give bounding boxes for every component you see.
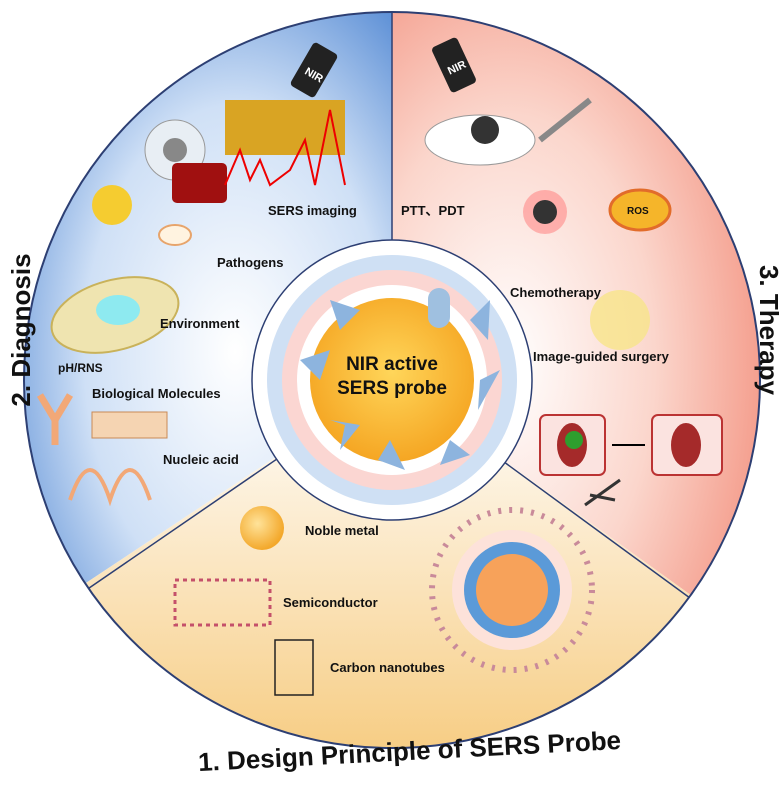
design-illustrations <box>173 506 595 696</box>
label-carbon-nanotubes: Carbon nanotubes <box>330 660 445 675</box>
label-ph-rns: pH/RNS <box>58 361 103 375</box>
label-biological-molecules: Biological Molecules <box>92 386 221 401</box>
label-ros: ROS <box>627 206 649 217</box>
center-label-line1: NIR active <box>346 354 438 375</box>
label-nucleic-acid: Nucleic acid <box>163 452 239 467</box>
center-label-line2: SERS probe <box>337 378 447 399</box>
design-sector <box>24 380 760 748</box>
therapy-title: 3. Therapy <box>754 265 781 396</box>
center-probe: NIR active SERS probe <box>251 239 533 521</box>
outer-ring <box>23 11 761 749</box>
label-pathogens: Pathogens <box>217 255 283 270</box>
label-image-guided-surgery: Image-guided surgery <box>533 349 670 364</box>
diagnosis-title: 2. Diagnosis <box>6 253 36 406</box>
label-ptt-pdt: PTT、PDT <box>401 203 465 218</box>
label-chemotherapy: Chemotherapy <box>510 285 602 300</box>
therapy-illustrations: NIR <box>424 37 723 507</box>
label-semiconductor: Semiconductor <box>283 595 378 610</box>
diagnosis-illustrations: NIR <box>36 42 346 507</box>
label-noble-metal: Noble metal <box>305 523 379 538</box>
label-environment: Environment <box>160 316 240 331</box>
label-sers-imaging: SERS imaging <box>268 203 357 218</box>
